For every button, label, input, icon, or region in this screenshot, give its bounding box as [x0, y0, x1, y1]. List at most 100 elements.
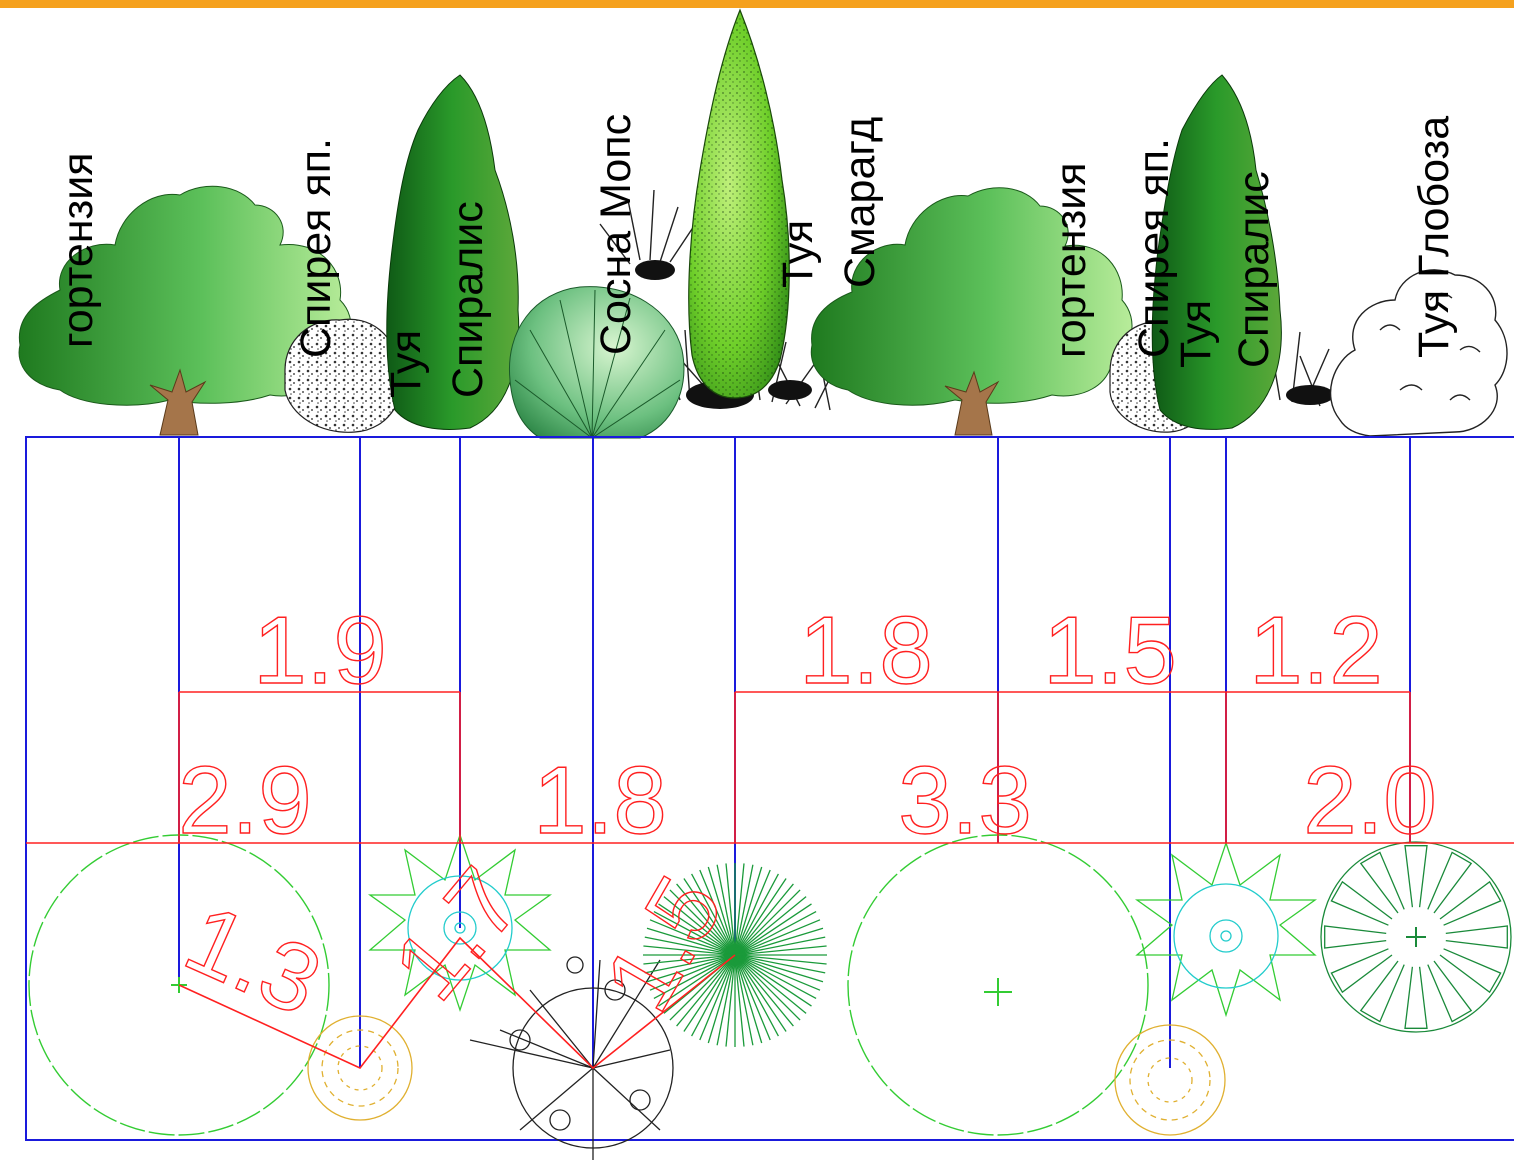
smaragd-ray — [734, 954, 754, 1046]
smaragd-ray — [725, 863, 736, 956]
smaragd-ray — [734, 883, 794, 956]
smaragd-ray — [707, 954, 736, 1044]
smaragd-ray — [734, 954, 826, 974]
label-thuja-smaragd: Туя Смарагд — [774, 117, 884, 288]
smaragd-ray — [734, 954, 807, 1014]
smaragd-ray — [734, 927, 824, 956]
label-pine-mops-line-1: Сосна Мопс — [592, 114, 640, 355]
hortensia-2-crown — [810, 187, 1133, 406]
globosa-ray — [1330, 948, 1393, 994]
globosa-ray — [1439, 948, 1502, 994]
pine-mops-needles — [514, 289, 681, 439]
smaragd-ray — [669, 954, 736, 1021]
dim-diagonal-1: 1.3 — [171, 884, 336, 1036]
dim-lower-1: 2.9 — [178, 747, 311, 854]
globosa-ray — [1427, 960, 1473, 1023]
top-accent-bar — [0, 0, 1514, 8]
label-spiraea-1-line-1: Спирея яп. — [292, 138, 340, 358]
bed-frame — [25, 436, 1514, 1141]
label-thuja-spiralis-1-line-2: Спиралис — [444, 201, 492, 398]
smaragd-ray — [644, 954, 736, 974]
label-hortensia-2: гортензия — [1047, 162, 1095, 358]
label-thuja-spiralis-1-line-1: Туя — [382, 330, 430, 398]
smaragd-ray — [653, 954, 736, 999]
globosa-ray — [1324, 925, 1387, 949]
dim-lower-2: 1.8 — [533, 747, 666, 854]
smaragd-ray — [683, 878, 736, 956]
label-hortensia-1-line-1: гортензия — [54, 152, 102, 348]
smaragd-ray — [734, 954, 794, 1027]
smaragd-ray — [734, 936, 826, 956]
smaragd-ray — [734, 869, 771, 956]
globosa-ray — [1404, 966, 1428, 1029]
smaragd-ray — [643, 945, 736, 956]
smaragd-ray — [707, 866, 736, 956]
globosa-ray — [1404, 845, 1428, 908]
label-thuja-smaragd-line-1: Туя — [774, 220, 822, 288]
dim-diagonal-2: 1.7 — [373, 849, 541, 1020]
thuja-spiralis-2-plan-symbol — [1134, 840, 1318, 1018]
globosa-ray — [1445, 925, 1508, 949]
spiraea-2-plan-symbol — [1114, 1024, 1226, 1136]
smaragd-ray — [649, 954, 736, 991]
dimension-values: 1.9 1.8 1.5 1.2 2.9 1.8 3.3 2.0 1.3 1.7 … — [170, 596, 1438, 1037]
label-spiraea-1: Спирея яп. — [292, 138, 340, 358]
smaragd-ray — [734, 911, 817, 956]
smaragd-ray — [734, 954, 817, 999]
thuja-smaragd-texture — [688, 10, 790, 398]
globosa-ray — [1359, 960, 1405, 1023]
smaragd-ray — [734, 954, 824, 983]
smaragd-ray — [691, 954, 736, 1037]
globosa-ray — [1330, 880, 1393, 926]
dim-lower-4: 2.0 — [1303, 747, 1436, 854]
thuja-globosa-crown — [1329, 269, 1508, 437]
label-spiraea-2-line-1: Спирея яп. — [1130, 138, 1178, 358]
label-thuja-smaragd-line-2: Смарагд — [836, 117, 884, 288]
thuja-spiralis-2-crown — [1151, 74, 1282, 430]
hortensia-1-trunk — [149, 368, 207, 436]
dimension-lines — [26, 691, 1514, 1070]
smaragd-ray — [734, 954, 763, 1044]
smaragd-ray — [734, 889, 801, 956]
smaragd-ray — [734, 954, 821, 991]
spiraea-1-plan-symbol — [307, 1015, 413, 1121]
globosa-ray — [1427, 851, 1473, 914]
smaragd-ray — [734, 866, 763, 956]
thuja-spiralis-1-plan-symbol — [367, 832, 553, 1013]
pine-mops-plan-symbol — [469, 956, 674, 1160]
label-hortensia-2-line-1: гортензия — [1047, 162, 1095, 358]
smaragd-ray — [734, 945, 827, 956]
pine-mops-crown — [508, 286, 685, 439]
thuja-spiralis-1-crown — [386, 74, 520, 430]
hortensia-2-trunk — [944, 370, 1000, 436]
smaragd-ray — [734, 919, 821, 956]
smaragd-ray — [663, 896, 736, 956]
smaragd-ray — [734, 903, 812, 956]
smaragd-ray — [725, 954, 736, 1047]
plant-elevation-drawings — [18, 8, 1508, 439]
smaragd-ray — [699, 869, 736, 956]
smaragd-ray — [734, 878, 787, 956]
smaragd-ray — [699, 954, 736, 1041]
plant-labels: гортензия Спирея яп. Туя Спиралис Сосна … — [54, 114, 1458, 398]
dim-lower-3: 3.3 — [898, 747, 1031, 854]
smaragd-ray — [646, 954, 736, 983]
smaragd-ray — [734, 954, 812, 1007]
smaragd-ray — [676, 954, 736, 1027]
dim-upper-3: 1.5 — [1043, 597, 1176, 704]
smaragd-ray — [643, 954, 736, 965]
smaragd-ray — [646, 927, 736, 956]
plan-view-symbols — [28, 832, 1512, 1160]
smaragd-ray — [669, 889, 736, 956]
label-thuja-globosa: Туя Глобоза — [1410, 116, 1458, 358]
dim-diagonal-3: 1.5 — [584, 859, 743, 1028]
smaragd-ray — [649, 919, 736, 956]
smaragd-ray — [658, 903, 736, 956]
smaragd-ray — [734, 954, 771, 1041]
smaragd-ray — [734, 873, 779, 956]
smaragd-ray — [716, 864, 736, 956]
smaragd-ray — [734, 863, 745, 956]
smaragd-ray — [658, 954, 736, 1007]
label-thuja-spiralis-2-line-2: Спиралис — [1230, 171, 1278, 368]
